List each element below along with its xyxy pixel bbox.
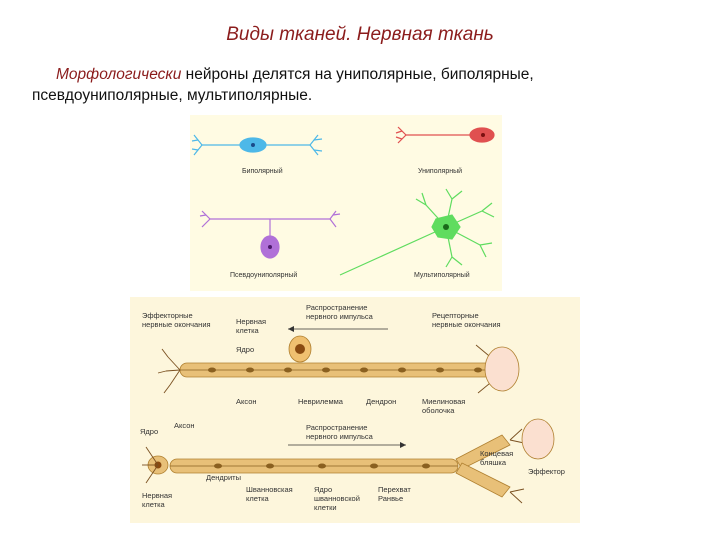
body-text-rest: нейроны делятся на униполярные, биполярн…: [32, 66, 534, 104]
nucleus-top-label: Ядро: [236, 345, 255, 354]
pseudounipolar-label: Псевдоуниполярный: [230, 271, 297, 279]
body-lead-word: Морфологически: [56, 66, 182, 83]
unipolar-label: Униполярный: [418, 167, 462, 175]
multipolar-label: Мультиполярный: [414, 271, 470, 279]
axon-bottom-label: Аксон: [174, 421, 195, 430]
bipolar-neuron-drawing: [191, 134, 323, 156]
neuron-types-drawing: Биполярный Униполярный Псевдоуниполярный: [191, 126, 495, 279]
upper-neuron-drawing: [157, 326, 520, 394]
bipolar-label: Биполярный: [242, 167, 283, 175]
unipolar-neuron-drawing: [395, 126, 495, 144]
dendrite-label: Дендрон: [366, 397, 397, 406]
neuron-types-figure: Биполярный Униполярный Псевдоуниполярный: [190, 115, 502, 291]
neurilemma-label: Неврилемма: [298, 397, 343, 406]
multipolar-neuron-drawing: [339, 188, 495, 276]
nucleus-bottom-label: Ядро: [140, 427, 159, 436]
axon-top-label: Аксон: [236, 397, 257, 406]
lower-neuron-drawing: [142, 418, 555, 504]
slide-title: Виды тканей. Нервная ткань: [226, 24, 494, 45]
dendrites-label: Дендриты: [206, 473, 241, 482]
pseudounipolar-neuron-drawing: [199, 210, 341, 259]
slide-body-text: Морфологически нейроны делятся на унипол…: [32, 64, 672, 106]
effector-label: Эффектор: [528, 467, 565, 476]
neuron-structure-drawing: [142, 326, 555, 504]
